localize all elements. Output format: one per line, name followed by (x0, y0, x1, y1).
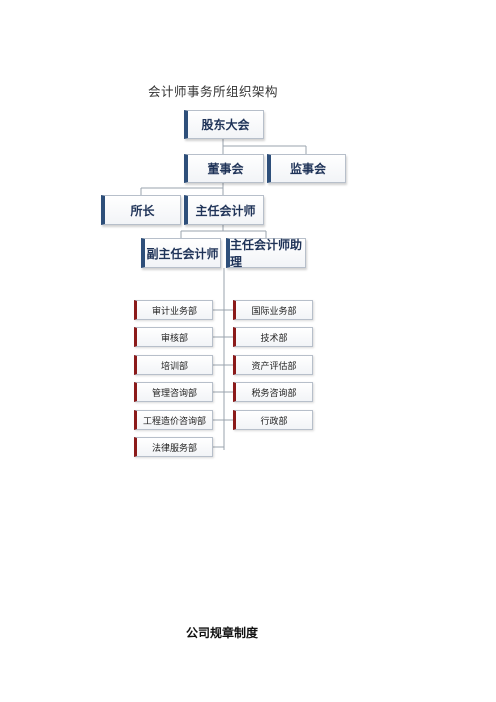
chart-title: 会计师事务所组织架构 (148, 84, 279, 99)
node-chief-accountant: 主任会计师 (184, 195, 264, 225)
dept-review: 审核部 (134, 327, 213, 347)
dept-training: 培训部 (134, 355, 213, 375)
dept-legal: 法律服务部 (134, 437, 213, 457)
node-director: 所长 (101, 195, 181, 225)
dept-asset-valuation: 资产评估部 (233, 355, 313, 375)
node-chief-assistant: 主任会计师助理 (226, 238, 306, 269)
node-board: 董事会 (184, 154, 264, 183)
dept-international: 国际业务部 (233, 300, 313, 320)
node-supervisors: 监事会 (267, 154, 346, 183)
footer-heading: 公司规章制度 (186, 626, 259, 640)
dept-audit: 审计业务部 (134, 300, 213, 320)
dept-tax-consulting: 税务咨询部 (233, 382, 313, 402)
node-deputy-chief: 副主任会计师 (141, 238, 221, 268)
dept-engineering-cost: 工程造价咨询部 (134, 410, 213, 430)
dept-management-consulting: 管理咨询部 (134, 382, 213, 402)
node-shareholders: 股东大会 (184, 110, 264, 139)
dept-technical: 技术部 (233, 327, 313, 347)
dept-administration: 行政部 (233, 410, 313, 430)
